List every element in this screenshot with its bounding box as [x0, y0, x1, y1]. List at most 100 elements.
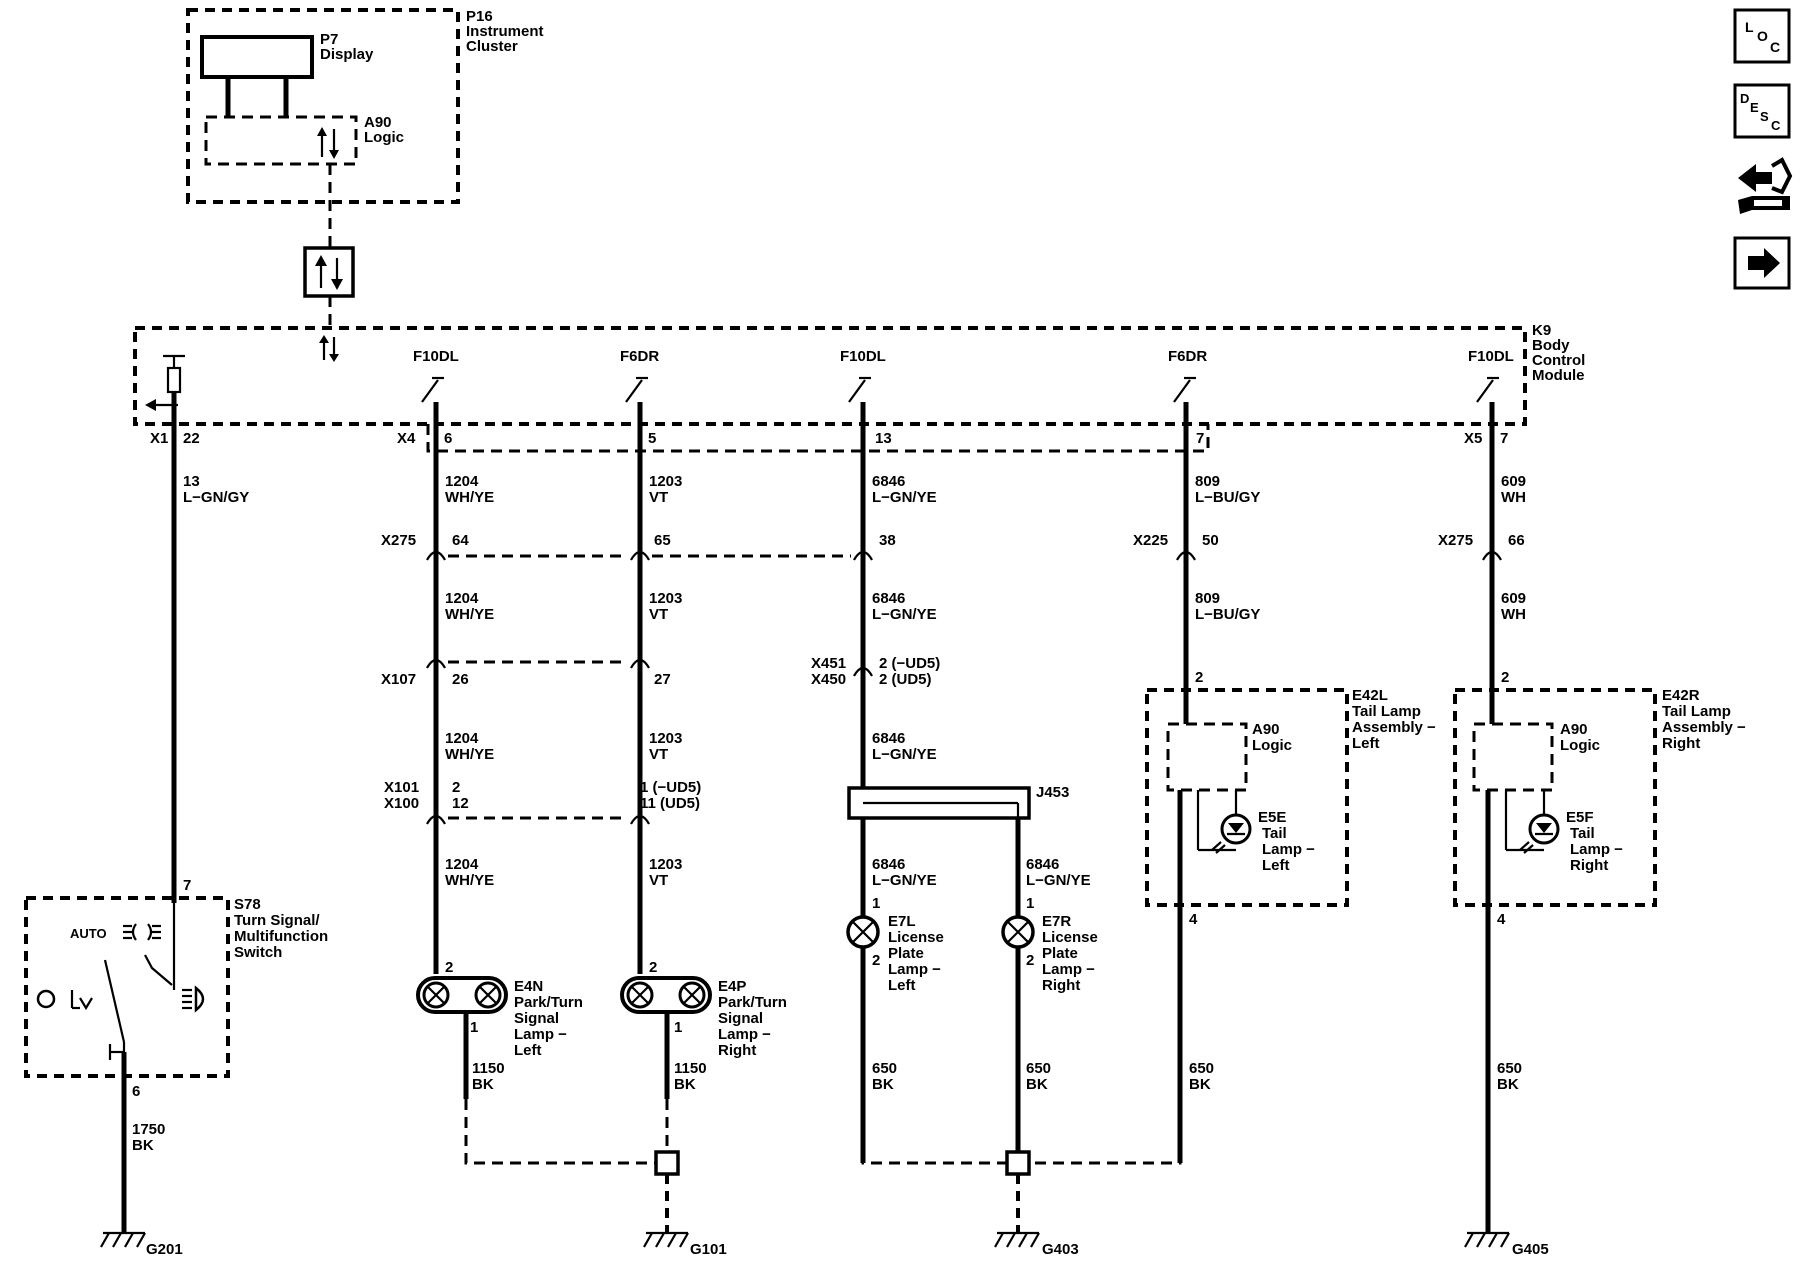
- svg-text:Lamp −: Lamp −: [718, 1026, 771, 1043]
- svg-text:X107: X107: [381, 671, 416, 688]
- next-arrow-button[interactable]: [1733, 236, 1791, 290]
- svg-text:G405: G405: [1512, 1241, 1549, 1258]
- data-link-icon: [303, 246, 355, 298]
- svg-text:BK: BK: [872, 1076, 894, 1093]
- svg-text:2: 2: [445, 959, 453, 976]
- x4-pin-7: 7: [1196, 430, 1204, 447]
- svg-text:VT: VT: [649, 606, 668, 623]
- svg-text:1: 1: [470, 1019, 478, 1036]
- svg-text:X100: X100: [384, 795, 419, 812]
- svg-text:Signal: Signal: [514, 1010, 559, 1027]
- svg-text:1203: 1203: [649, 856, 682, 873]
- svg-text:Signal: Signal: [718, 1010, 763, 1027]
- svg-text:D: D: [1740, 91, 1749, 106]
- svg-text:L−GN/YE: L−GN/YE: [1026, 872, 1091, 889]
- svg-text:26: 26: [452, 671, 469, 688]
- headlamp-icon: [182, 985, 205, 1013]
- svg-text:Park/Turn: Park/Turn: [718, 994, 787, 1011]
- inline-connector-x107: X107 26 27: [381, 658, 671, 688]
- svg-text:E5E: E5E: [1258, 809, 1286, 826]
- wire-809-column: 809 L−BU/GY 809 L−BU/GY: [1183, 402, 1260, 724]
- svg-text:L−GN/YE: L−GN/YE: [872, 872, 937, 889]
- svg-text:L: L: [1745, 19, 1754, 35]
- fuse-f10dl-1: F10DL: [413, 348, 459, 403]
- svg-text:6846: 6846: [872, 856, 905, 873]
- svg-text:AUTO: AUTO: [70, 926, 107, 941]
- svg-text:38: 38: [879, 532, 896, 549]
- svg-text:BK: BK: [674, 1076, 696, 1093]
- svg-text:Lamp −: Lamp −: [514, 1026, 567, 1043]
- svg-text:650: 650: [872, 1060, 897, 1077]
- svg-text:1150: 1150: [472, 1060, 505, 1077]
- svg-text:E5F: E5F: [1566, 809, 1594, 826]
- location-button[interactable]: L O C: [1733, 8, 1791, 64]
- svg-text:BK: BK: [132, 1137, 154, 1154]
- ground-g405: G405: [1464, 1231, 1549, 1258]
- wire-6846-column: 6846 L−GN/YE 6846 L−GN/YE 6846 L−GN/YE: [860, 402, 937, 788]
- svg-text:809: 809: [1195, 590, 1220, 607]
- svg-text:C: C: [1770, 39, 1780, 55]
- off-icon: [36, 989, 56, 1009]
- ground-splice-g403: [1005, 1150, 1031, 1176]
- svg-text:F10DL: F10DL: [413, 348, 459, 365]
- p7-line1: Display: [320, 46, 374, 63]
- svg-text:11 (UD5): 11 (UD5): [640, 795, 700, 812]
- svg-text:2: 2: [872, 952, 880, 969]
- svg-text:S: S: [1760, 109, 1769, 124]
- license-plate-lamp-right: 1 2 E7R License Plate Lamp − Right: [1001, 895, 1098, 994]
- svg-text:Assembly −: Assembly −: [1352, 719, 1436, 736]
- svg-text:1204: 1204: [445, 730, 479, 747]
- svg-text:1750: 1750: [132, 1121, 165, 1138]
- svg-text:Tail: Tail: [1262, 825, 1287, 842]
- ground-g201: G201: [100, 1231, 183, 1258]
- ground-g403: G403: [994, 1231, 1079, 1258]
- x4-pin-6: 6: [444, 430, 452, 447]
- tail-lamp-assembly-left: E42L Tail Lamp Assembly − Left 2 A90 Log…: [1145, 669, 1436, 928]
- led-icon: [1519, 813, 1560, 854]
- svg-text:WH/YE: WH/YE: [445, 606, 494, 623]
- p16-line2: Cluster: [466, 38, 518, 55]
- svg-text:6846: 6846: [1026, 856, 1059, 873]
- x4-pin-13: 13: [875, 430, 892, 447]
- svg-text:6846: 6846: [872, 590, 905, 607]
- svg-text:64: 64: [452, 532, 469, 549]
- description-button[interactable]: D E S C: [1733, 83, 1791, 139]
- ground-splice-g101: [654, 1150, 680, 1176]
- svg-text:X451: X451: [811, 655, 846, 672]
- svg-text:4: 4: [1497, 911, 1506, 928]
- svg-text:X450: X450: [811, 671, 846, 688]
- fuse-f6dr-2: F6DR: [1168, 348, 1207, 403]
- svg-text:S78: S78: [234, 896, 261, 913]
- svg-text:65: 65: [654, 532, 671, 549]
- svg-text:2: 2: [1026, 952, 1034, 969]
- svg-text:VT: VT: [649, 746, 668, 763]
- svg-text:Switch: Switch: [234, 944, 282, 961]
- svg-text:609: 609: [1501, 473, 1526, 490]
- svg-text:2: 2: [452, 779, 460, 796]
- serial-data-icon: [317, 127, 339, 159]
- svg-text:1204: 1204: [445, 856, 479, 873]
- k9-code: K9: [1532, 322, 1551, 339]
- svg-text:1203: 1203: [649, 730, 682, 747]
- inline-connector-x275: X275 64 65 38: [381, 532, 896, 561]
- park-turn-lamp-right: 2 E4P Park/Turn Signal Lamp − Right 1: [620, 959, 787, 1059]
- svg-text:Right: Right: [1662, 735, 1700, 752]
- svg-text:Left: Left: [888, 977, 916, 994]
- svg-text:1204: 1204: [445, 473, 479, 490]
- svg-text:L−BU/GY: L−BU/GY: [1195, 606, 1260, 623]
- inline-connector-x451-x450: X451 X450 2 (−UD5) 2 (UD5): [811, 655, 940, 688]
- svg-text:E4P: E4P: [718, 978, 746, 995]
- svg-text:Logic: Logic: [1252, 737, 1292, 754]
- inline-connector-x225: X225 50: [1133, 532, 1219, 561]
- svg-text:WH/YE: WH/YE: [445, 872, 494, 889]
- svg-text:L−GN/YE: L−GN/YE: [872, 746, 937, 763]
- svg-text:609: 609: [1501, 590, 1526, 607]
- svg-text:C: C: [1771, 118, 1781, 133]
- svg-text:Left: Left: [1262, 857, 1290, 874]
- svg-text:1204: 1204: [445, 590, 479, 607]
- svg-text:Left: Left: [514, 1042, 542, 1059]
- fuse-f10dl-2: F10DL: [840, 348, 886, 403]
- connector-info-icon[interactable]: [1738, 157, 1793, 214]
- inline-connector-x275-right: X275 66: [1438, 532, 1525, 561]
- svg-text:X225: X225: [1133, 532, 1168, 549]
